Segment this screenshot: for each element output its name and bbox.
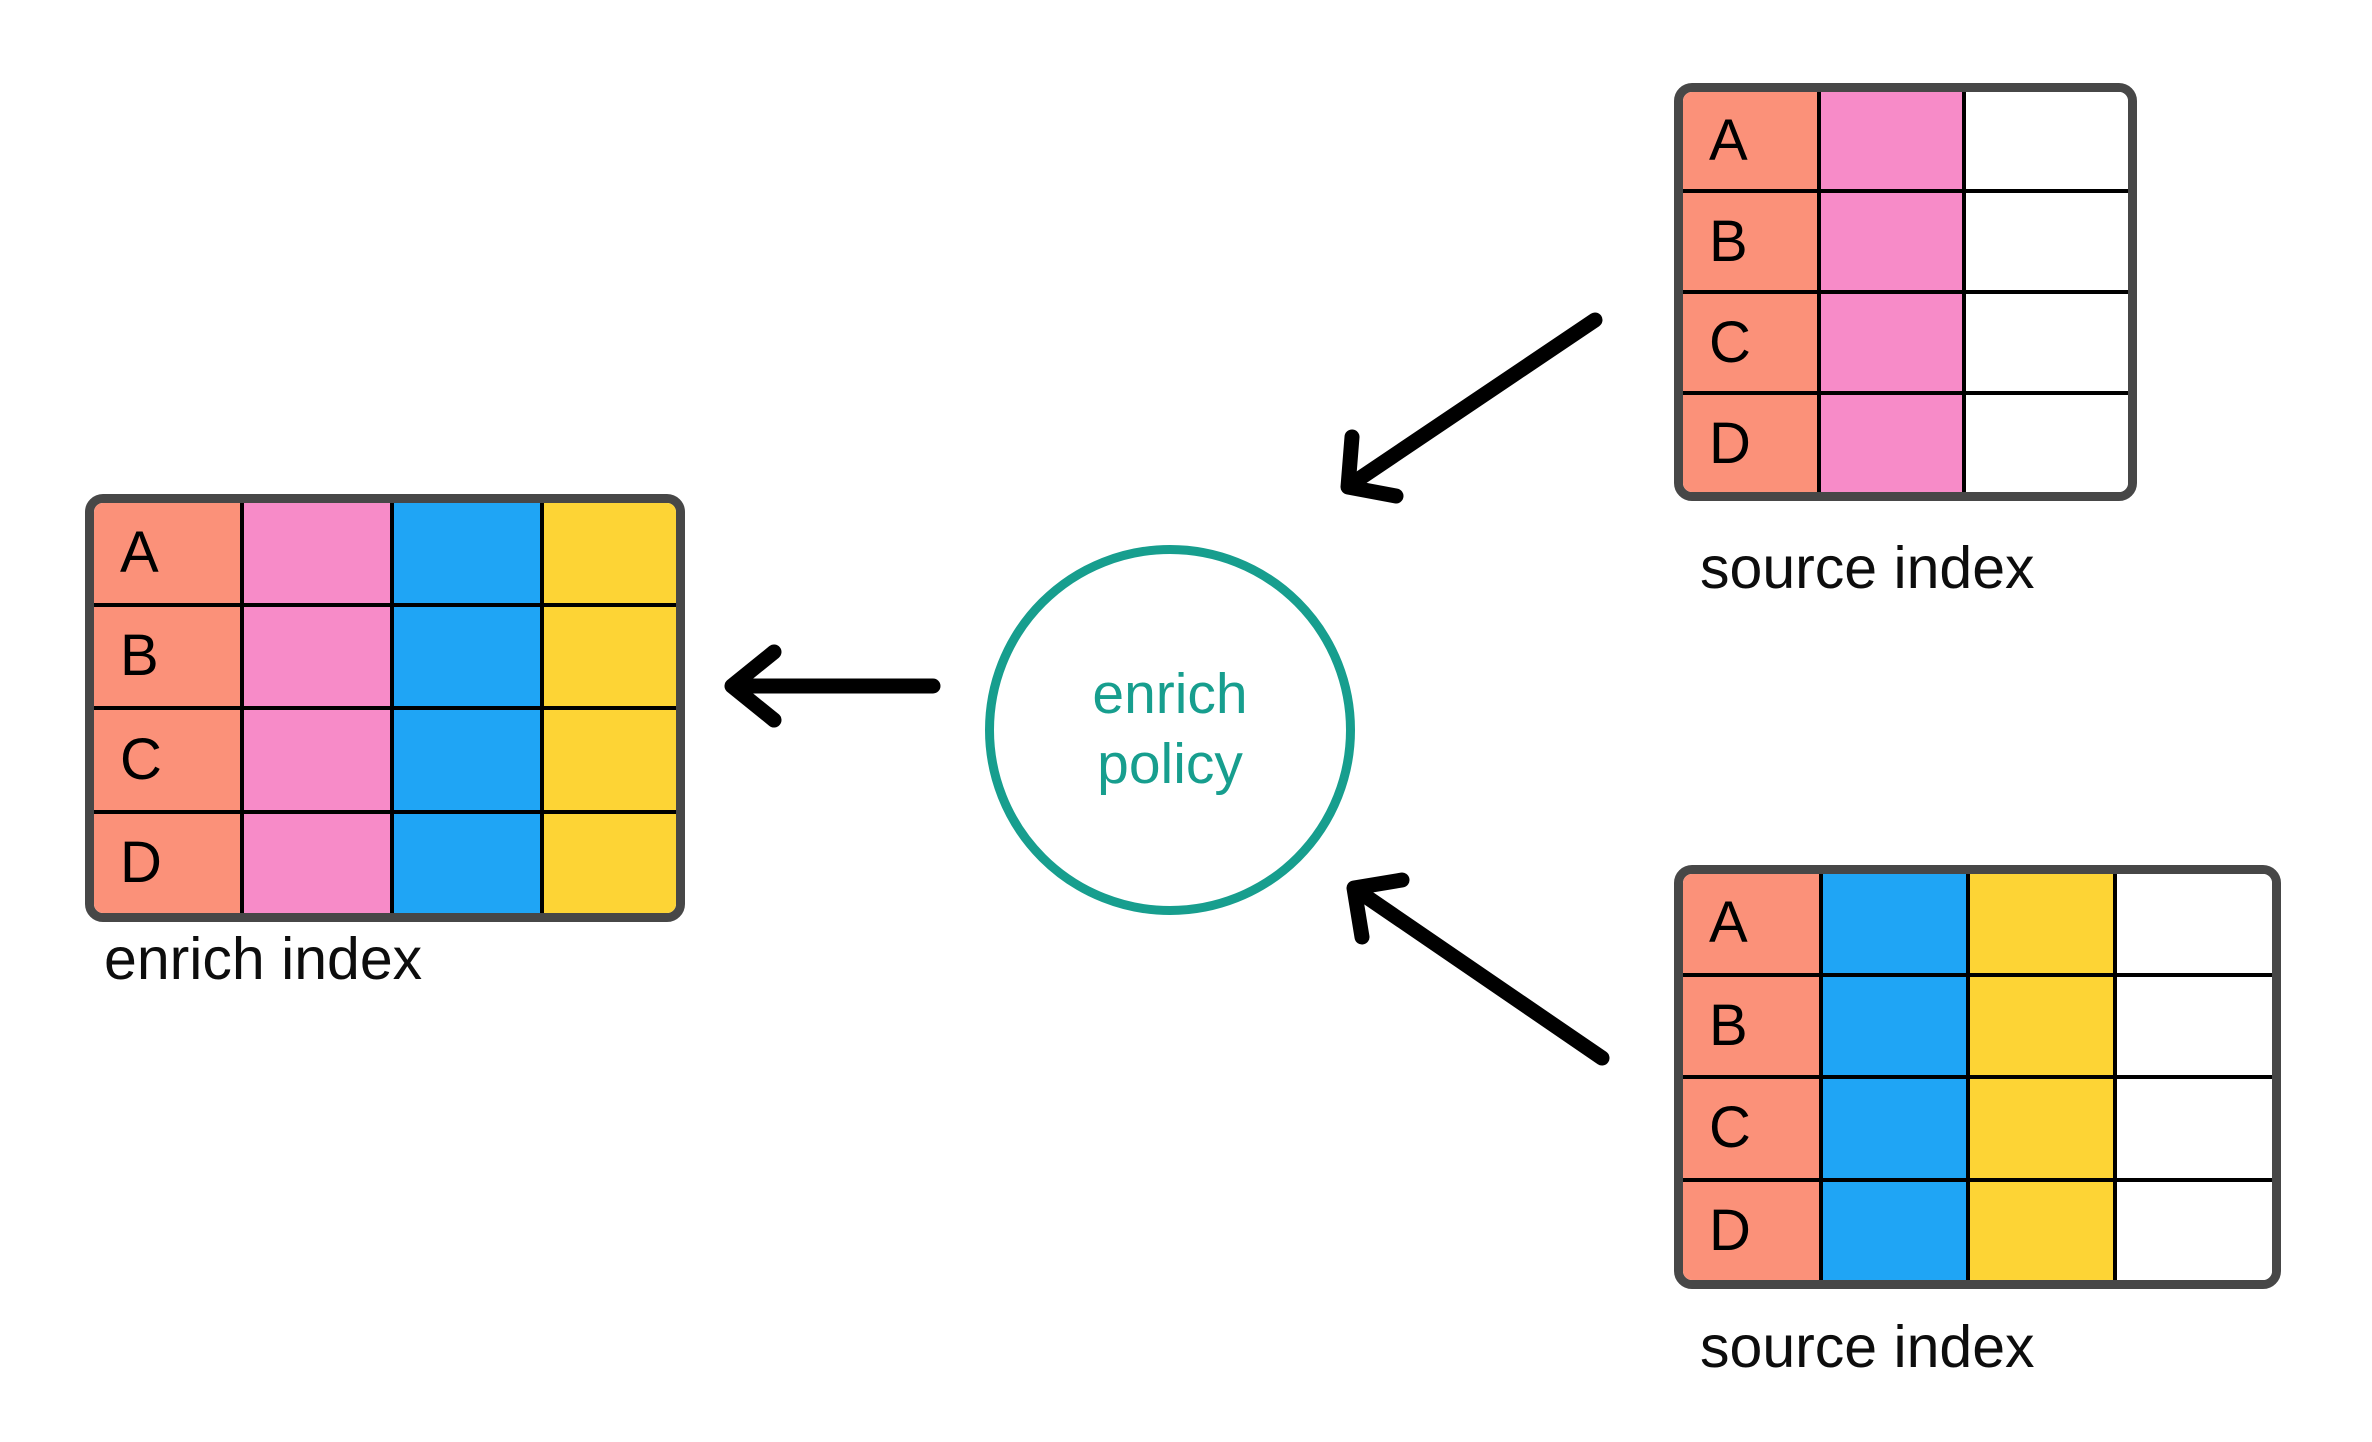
src-bot-empty-cell [2117,1181,2272,1280]
src-bot-key-cell: A [1683,874,1823,973]
table-row: D [1683,395,2128,492]
source-index-top-table: A B C D [1674,83,2137,501]
src-bot-key-cell: D [1683,1181,1823,1280]
policy-label-line2: policy [1097,732,1243,796]
src-bot-empty-cell [2117,874,2272,973]
src-top-key-cell: C [1683,294,1821,391]
table-row: B [1683,976,2272,1079]
src-bot-yellow-cell [1970,1079,2117,1178]
policy-label-line1: enrich [1092,662,1248,727]
src-bot-key-cell: C [1683,1079,1823,1178]
enrich-yellow-cell [544,813,676,913]
src-bot-blue-cell [1823,976,1970,1075]
src-bot-blue-cell [1823,874,1970,973]
enrich-yellow-cell [544,710,676,810]
src-top-empty-cell [1966,294,2128,391]
table-row: C [94,710,676,814]
table-row: C [1683,294,2128,395]
arrow-policy-to-enrich-index [724,644,941,728]
enrich-blue-cell [394,503,544,603]
src-top-pink-cell [1821,92,1966,189]
src-bot-empty-cell [2117,976,2272,1075]
src-top-empty-cell [1966,395,2128,492]
table-row: D [1683,1181,2272,1280]
enrich-key-cell: C [94,710,244,810]
source-index-top-caption: source index [1700,535,2035,601]
arrow-bottom-source-to-policy [1346,872,1610,1066]
src-top-empty-cell [1966,193,2128,290]
enrich-key-cell: A [94,503,244,603]
src-bot-blue-cell [1823,1079,1970,1178]
src-bot-key-cell: B [1683,976,1823,1075]
enrich-pink-cell [244,503,394,603]
enrich-pink-cell [244,813,394,913]
enrich-blue-cell [394,710,544,810]
enrich-index-table: A B C D [85,494,685,922]
enrich-pink-cell [244,606,394,706]
table-row: B [94,606,676,710]
src-bot-yellow-cell [1970,874,2117,973]
src-bot-empty-cell [2117,1079,2272,1178]
enrich-blue-cell [394,606,544,706]
src-bot-blue-cell [1823,1181,1970,1280]
src-bot-yellow-cell [1970,1181,2117,1280]
table-row: B [1683,193,2128,294]
table-row: A [1683,874,2272,977]
src-top-pink-cell [1821,193,1966,290]
src-top-empty-cell [1966,92,2128,189]
src-top-pink-cell [1821,294,1966,391]
enrich-blue-cell [394,813,544,913]
enrich-yellow-cell [544,606,676,706]
enrich-index-caption: enrich index [104,926,423,992]
src-bot-yellow-cell [1970,976,2117,1075]
enrich-key-cell: D [94,813,244,913]
arrow-top-source-to-policy [1340,312,1603,504]
table-row: D [94,813,676,913]
table-row: A [1683,92,2128,193]
enrich-yellow-cell [544,503,676,603]
source-index-bottom-table: A B C D [1674,865,2281,1289]
src-top-key-cell: D [1683,395,1821,492]
enrich-key-cell: B [94,606,244,706]
source-index-bottom-caption: source index [1700,1314,2035,1380]
src-top-pink-cell [1821,395,1966,492]
enrich-pink-cell [244,710,394,810]
src-top-key-cell: B [1683,193,1821,290]
table-row: C [1683,1079,2272,1182]
table-row: A [94,503,676,607]
src-top-key-cell: A [1683,92,1821,189]
enrich-policy-node[interactable]: enrich policy [985,545,1355,915]
